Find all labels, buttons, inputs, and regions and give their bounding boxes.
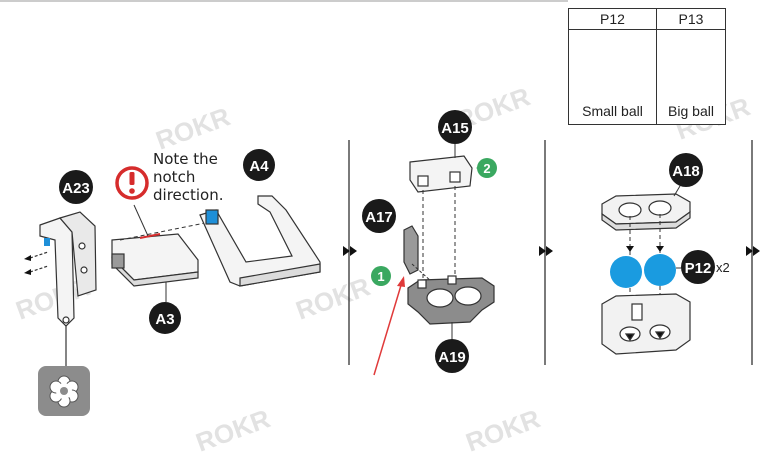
step-1: A23 A3 A4	[24, 149, 321, 416]
badge-a18: A18	[669, 153, 703, 197]
svg-text:P12: P12	[685, 260, 712, 277]
part-base-3	[601, 293, 691, 355]
red-pointer-arrow	[373, 276, 405, 376]
badge-a4: A4	[243, 149, 275, 181]
part-a3	[111, 233, 199, 287]
svg-text:1: 1	[377, 269, 384, 284]
part-a18	[601, 193, 691, 231]
svg-text:A18: A18	[672, 163, 700, 180]
ball-size-legend: P12 P13 Small ball Big ball	[568, 8, 726, 125]
badge-a15: A15	[438, 110, 472, 158]
legend-header-right: P13	[657, 9, 725, 30]
gear-tool	[38, 326, 90, 416]
a23-blue-marker	[44, 238, 50, 246]
badge-a17: A17	[362, 199, 396, 233]
ball-1	[610, 256, 642, 288]
exclamation-circle-icon	[115, 166, 149, 200]
svg-text:A19: A19	[438, 349, 466, 366]
svg-text:2: 2	[483, 161, 490, 176]
watermark-1: ROKR	[152, 101, 234, 155]
double-chevron-right-icon	[343, 246, 357, 256]
step-divider-3	[746, 140, 760, 365]
svg-text:A23: A23	[62, 180, 90, 197]
step-divider-1	[343, 140, 357, 365]
double-chevron-right-icon	[746, 246, 760, 256]
badge-p12: P12	[676, 250, 715, 284]
badge-a19: A19	[435, 322, 469, 373]
watermark-6: ROKR	[192, 403, 274, 452]
notch-note: Note the notch direction.	[153, 150, 224, 204]
note-line-1: Note the	[153, 150, 218, 168]
legend-caption-left: Small ball	[582, 103, 643, 119]
flower-gear-icon	[49, 375, 79, 408]
svg-text:A4: A4	[249, 158, 269, 175]
step-2: A15 A17 A19 1 2	[362, 110, 497, 376]
part-a19	[407, 275, 495, 325]
ball-2	[644, 254, 676, 286]
legend-divider	[656, 9, 657, 124]
legend-header-left: P12	[569, 9, 656, 30]
step-badge-1: 1	[371, 266, 391, 286]
part-a4	[199, 195, 321, 287]
svg-text:A17: A17	[365, 209, 393, 226]
step-divider-2	[539, 140, 553, 365]
watermark-7: ROKR	[462, 403, 544, 452]
double-chevron-right-icon	[539, 246, 553, 256]
badge-a23: A23	[59, 170, 93, 204]
step-3: A18 P12	[601, 153, 715, 355]
step-badge-2: 2	[476, 158, 497, 178]
note-line-3: direction.	[153, 186, 224, 204]
badge-a3: A3	[149, 282, 181, 334]
note-line-2: notch	[153, 168, 196, 186]
part-a17	[403, 225, 419, 275]
watermark-4: ROKR	[292, 271, 374, 325]
part-a23	[24, 211, 97, 327]
svg-text:A3: A3	[155, 311, 174, 328]
ball-quantity: x2	[716, 260, 730, 275]
part-a15	[409, 155, 473, 193]
legend-caption-right: Big ball	[668, 103, 714, 119]
a4-blue-notch	[205, 209, 219, 225]
svg-text:A15: A15	[441, 120, 469, 137]
